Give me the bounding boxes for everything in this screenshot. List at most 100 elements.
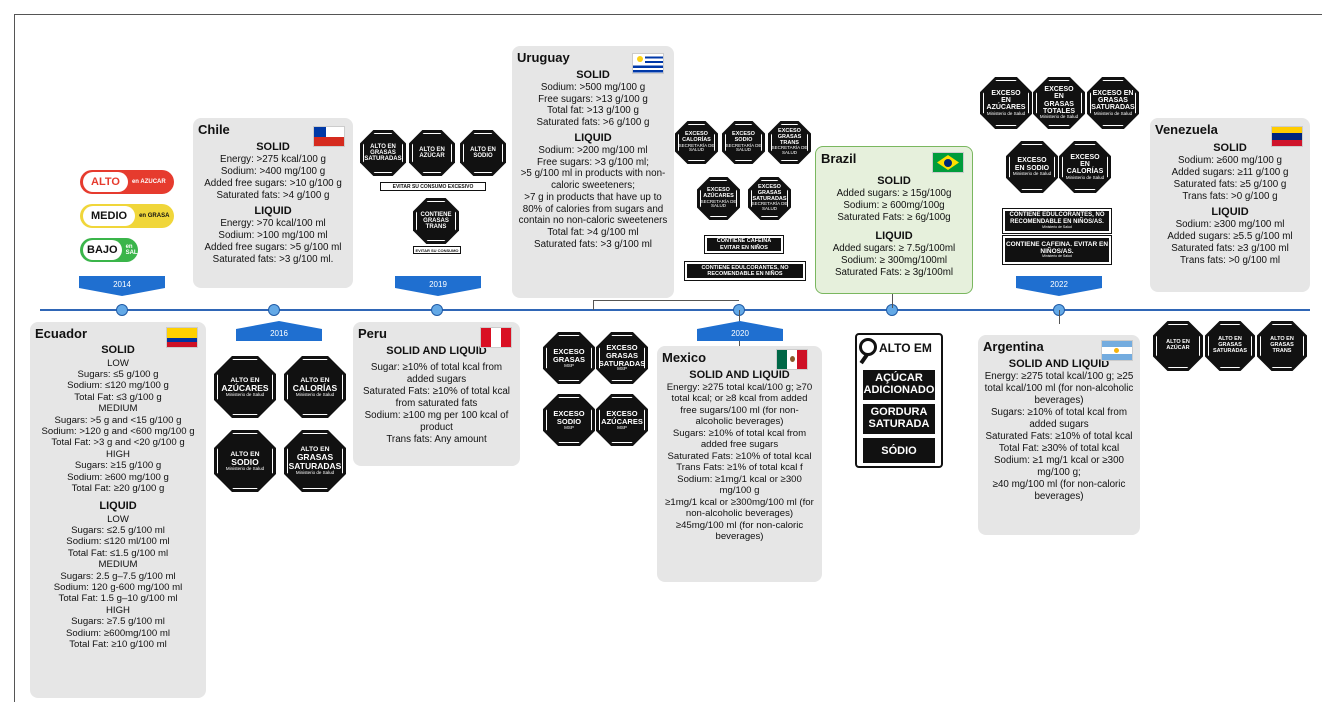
argentina-flag xyxy=(1101,340,1133,361)
criteria-line: Added sugars: ≥11 g/100 g xyxy=(1171,167,1289,179)
criteria-line: Sodium: 120 g-600 mg/100 ml xyxy=(53,581,183,593)
criteria-line: ≥1mg/1 kcal or ≥300mg/100 ml (for non-al… xyxy=(665,496,814,520)
argentina-warning-2: CONTIENE CAFEINA. EVITAR EN NIÑOS/AS.Min… xyxy=(1002,235,1112,265)
ecuador-flag xyxy=(166,327,198,348)
criteria-line: Sodium: >100 mg/100 ml xyxy=(218,230,328,242)
criteria-line: Saturated fats: >4 g/100 g xyxy=(216,190,330,202)
criteria-line: Sodium: ≥1mg/1 kcal or ≥300 mg/100 g xyxy=(677,473,802,497)
brazil-flag xyxy=(932,152,964,173)
criteria-line: Energy: >70 kcal/100 ml xyxy=(220,218,326,230)
argentina-warning-1: CONTIENE EDULCORANTES, NO RECOMENDABLE E… xyxy=(1002,208,1112,234)
warning-octagon: CONTIENE GRASAS TRANS xyxy=(413,198,459,244)
criteria-line: MEDIUM xyxy=(98,403,138,415)
criteria-line: Saturated Fats: ≥10% of total kcal xyxy=(667,450,812,462)
criteria-line: Sodium: >400 mg/100 g xyxy=(220,166,326,178)
warning-octagon: ALTO EN SODIO xyxy=(460,130,506,176)
criteria-line: Sodium: ≥ 600mg/100g xyxy=(843,200,945,212)
criteria-line: >5 g/100 ml in products with non-caloric… xyxy=(520,168,666,192)
criteria-line: Free sugars: >3 g/100 ml; xyxy=(537,156,649,168)
magnifier-icon xyxy=(859,338,877,356)
timeline-dot-2014 xyxy=(116,304,128,316)
criteria-line: Saturated fats: >6 g/100 g xyxy=(536,117,650,129)
criteria-line: MEDIUM xyxy=(98,559,138,571)
criteria-line: Sugars: ≥7.5 g/100 ml xyxy=(71,616,165,628)
criteria-line: Added free sugars: >5 g/100 ml xyxy=(204,242,342,254)
criteria-line: Added free sugars: >10 g/100 g xyxy=(204,178,342,190)
criteria-line: ≥45mg/100 ml (for non-caloric beverages) xyxy=(675,519,804,543)
criteria-line: Sugars: 2.5 g–7.5 g/100 ml xyxy=(60,570,176,582)
frame-top-border xyxy=(14,14,1322,15)
criteria-line: Saturated fats: >3 g/100 ml xyxy=(534,238,652,250)
mexico-warning-2: CONTIENE EDULCORANTES, NO RECOMENDABLE E… xyxy=(684,261,806,281)
criteria-line: Sugar: ≥10% of total kcal from added sug… xyxy=(370,362,503,386)
venezuela-title: Venezuela xyxy=(1155,122,1218,137)
criteria-line: Trans fats: Any amount xyxy=(386,433,487,445)
brazil-title: Brazil xyxy=(821,151,857,166)
warning-octagon: ALTO EN GRASAS SATURADAS xyxy=(1205,321,1255,371)
peru-warning-1: EVITAR SU CONSUMO EXCESIVO xyxy=(380,182,486,191)
criteria-line: ≥40 mg/100 ml (for non-caloric beverages… xyxy=(992,478,1126,502)
ecuador-label-medio: MEDIO en GRASA xyxy=(80,204,174,228)
year-2016: 2016 xyxy=(236,321,322,341)
criteria-line: Total Fat: ≥20 g/100 g xyxy=(71,483,165,495)
timeline-dot-2016 xyxy=(268,304,280,316)
criteria-line: Sugars: ≥10% of total kcal from added su… xyxy=(990,407,1128,431)
criteria-line: Sodium: ≥1 mg/1 kcal or ≥300 mg/100 g; xyxy=(993,454,1124,478)
chile-title: Chile xyxy=(198,122,230,137)
criteria-line: Added sugars: ≥ 7.5g/100ml xyxy=(832,243,956,255)
criteria-line: Trans fats: >0 g/100 ml xyxy=(1179,255,1281,267)
brazil-front-label: ALTO EM AÇÚCAR ADICIONADO GORDURA SATURA… xyxy=(855,333,943,468)
magnifier-handle-icon xyxy=(859,353,869,365)
criteria-line: Free sugars: >13 g/100 g xyxy=(538,93,648,105)
ecuador-label-bajo: BAJO en SAL xyxy=(80,238,138,262)
criteria-line: Sodium: >500 mg/100 g xyxy=(540,81,646,93)
warning-octagon: ALTO EN AZÚCAR xyxy=(1153,321,1203,371)
medio-tag: MEDIO xyxy=(83,206,136,226)
criteria-line: Total Fat: ≤1.5 g/100 ml xyxy=(67,547,169,559)
criteria-line: Sodium: >200 mg/100 ml xyxy=(538,144,648,156)
criteria-line: Saturated Fats: ≥ 3g/100ml xyxy=(834,267,954,279)
uruguay-title: Uruguay xyxy=(517,50,570,65)
peru-flag xyxy=(480,327,512,348)
criteria-line: Sodium: ≥100 mg per 100 kcal of product xyxy=(364,410,509,433)
criteria-line: Total Fat: ≥30% of total kcal xyxy=(998,442,1120,454)
criteria-line: Saturated Fats: ≥10% of total kcal from … xyxy=(363,386,510,410)
criteria-line: Saturated Fats: ≥ 6g/100g xyxy=(837,212,951,224)
timeline-dot-2019 xyxy=(431,304,443,316)
warning-octagon: ALTO EN AZÚCAR xyxy=(409,130,455,176)
year-2020: 2020 xyxy=(697,321,783,341)
criteria-line: Sugars: ≥10% of total kcal from added fr… xyxy=(672,427,807,451)
criteria-line: Saturated Fats: ≥10% of total kcal xyxy=(985,430,1133,442)
criteria-line: Sodium: ≥600 mg/100 g xyxy=(1178,155,1282,167)
warning-octagon: ALTO EN GRASAS SATURADAS xyxy=(360,130,406,176)
criteria-line: Total Fat: ≥10 g/100 ml xyxy=(69,638,167,650)
criteria-line: Sugars: ≤2.5 g/100 ml xyxy=(71,524,165,536)
criteria-line: Saturated fats: ≥3 g/100 ml xyxy=(1171,243,1289,255)
criteria-line: Sodium: ≤120 ml/100 ml xyxy=(66,536,170,548)
mexico-box: Mexico SOLID AND LIQUID Energy: ≥275 tot… xyxy=(657,346,822,582)
uruguay-flag xyxy=(632,53,664,74)
criteria-line: Sugars: ≤5 g/100 g xyxy=(77,368,159,380)
chile-flag xyxy=(313,126,345,147)
mexico-title: Mexico xyxy=(662,350,707,365)
criteria-line: Sodium: ≥600mg/100 ml xyxy=(66,627,170,639)
criteria-line: Total Fat: 1.5 g–10 g/100 ml xyxy=(58,593,178,605)
criteria-line: Sodium: ≥300 mg/100 ml xyxy=(1175,219,1285,231)
criteria-line: Total Fat: >3 g and <20 g/100 g xyxy=(51,437,185,449)
criteria-line: Energy: ≥275 total kcal/100 g; ≥25 total… xyxy=(984,371,1134,407)
alto-tag: ALTO xyxy=(83,172,128,192)
